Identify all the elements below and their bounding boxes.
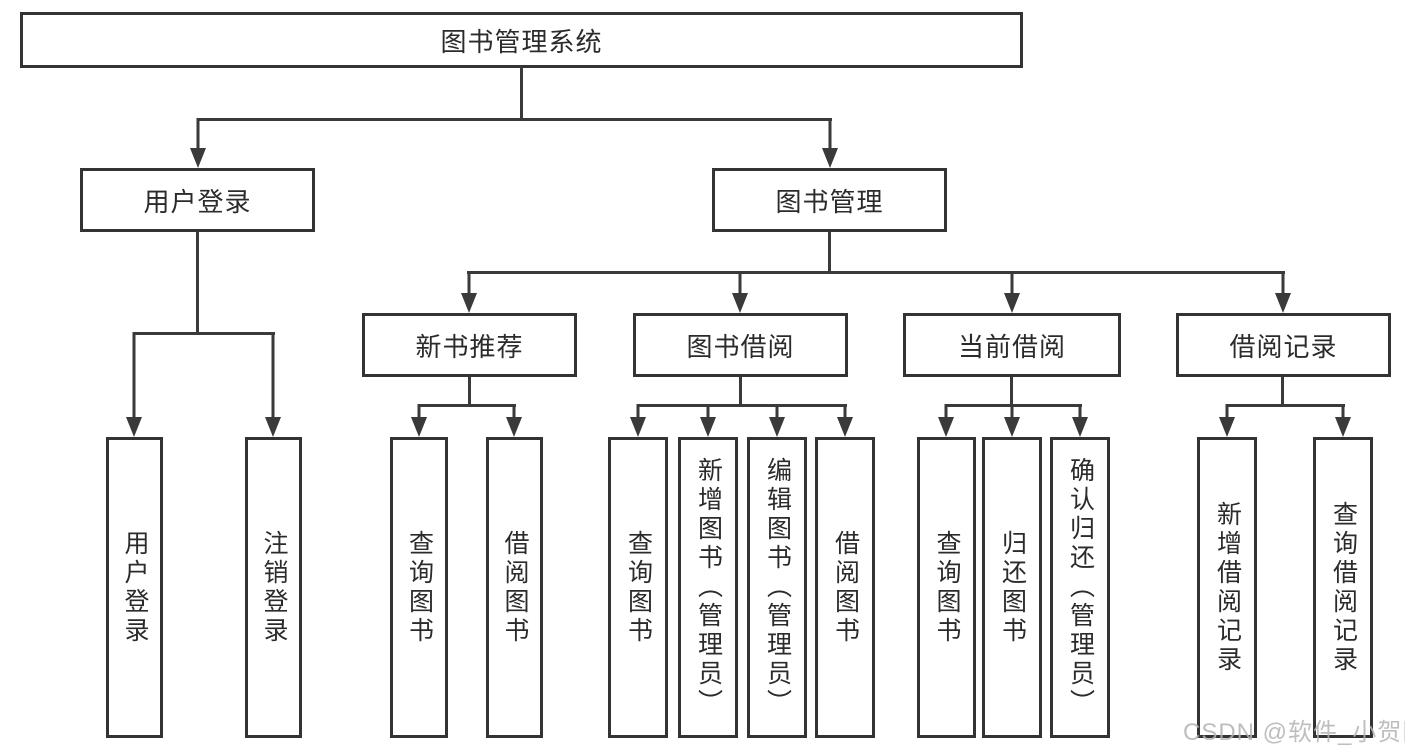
leaf-br-query-record-label: 查询借阅记录: [1329, 500, 1358, 675]
leaf-br-add-record: 新增借阅记录: [1197, 437, 1257, 738]
arrow-cb-confirm: [1072, 404, 1088, 437]
arrow-to-leaf-logout: [265, 332, 281, 437]
node-book-borrow-label: 图书借阅: [686, 331, 795, 362]
node-borrow-records: 借阅记录: [1176, 313, 1391, 377]
leaf-nb-borrow-books: 借阅图书: [486, 437, 543, 738]
node-root: 图书管理系统: [20, 12, 1023, 68]
arrow-to-book-borrow: [732, 271, 748, 313]
leaf-logout-label: 注销登录: [260, 529, 288, 646]
connector-newbooks-stub: [468, 377, 471, 406]
node-book-mgmt-label: 图书管理: [775, 186, 884, 217]
node-current-borrow: 当前借阅: [903, 313, 1121, 377]
node-borrow-records-label: 借阅记录: [1229, 331, 1338, 362]
node-book-mgmt: 图书管理: [712, 168, 947, 232]
arrow-br-add: [1219, 404, 1235, 437]
leaf-user-login: 用户登录: [106, 437, 163, 738]
leaf-cb-confirm-return-label: 确认归还（管理员）: [1066, 457, 1095, 718]
connector-root-stub: [520, 66, 523, 120]
leaf-cb-confirm-return: 确认归还（管理员）: [1050, 437, 1110, 738]
connector-mgmt-stub: [828, 232, 831, 274]
arrow-br-query: [1335, 404, 1351, 437]
connector-mgmt-branch: [467, 271, 1285, 274]
leaf-cb-return-books: 归还图书: [982, 437, 1042, 738]
leaf-bb-borrow-books-label: 借阅图书: [831, 529, 860, 646]
arrow-to-borrow-records: [1275, 271, 1291, 313]
connector-currentborrow-stub: [1010, 377, 1013, 406]
arrow-bb-add: [700, 404, 716, 437]
arrow-bb-borrow: [837, 404, 853, 437]
connector-borrowrecords-stub: [1281, 377, 1284, 406]
leaf-br-query-record: 查询借阅记录: [1313, 437, 1373, 738]
leaf-bb-edit-books: 编辑图书（管理员）: [747, 437, 807, 738]
arrow-bb-query: [630, 404, 646, 437]
connector-user-branch: [133, 332, 275, 335]
node-new-books: 新书推荐: [362, 313, 577, 377]
arrow-to-current-borrow: [1004, 271, 1020, 313]
node-book-borrow: 图书借阅: [633, 313, 848, 377]
arrow-nb-borrow: [506, 404, 522, 437]
leaf-bb-borrow-books: 借阅图书: [815, 437, 875, 738]
node-user-login-label: 用户登录: [143, 186, 252, 217]
arrow-bb-edit: [769, 404, 785, 437]
leaf-nb-query-books: 查询图书: [390, 437, 448, 738]
connector-bookborrow-stub: [739, 377, 742, 406]
arrow-to-book-mgmt: [822, 118, 838, 168]
leaf-nb-query-books-label: 查询图书: [405, 529, 434, 646]
arrow-cb-return: [1004, 404, 1020, 437]
leaf-bb-query-books-label: 查询图书: [624, 529, 653, 646]
node-root-label: 图书管理系统: [440, 26, 603, 57]
leaf-nb-borrow-books-label: 借阅图书: [501, 529, 529, 646]
connector-newbooks-branch: [418, 404, 516, 407]
leaf-cb-return-books-label: 归还图书: [998, 529, 1027, 646]
connector-user-stub: [196, 232, 199, 335]
connector-root-branch: [197, 118, 832, 121]
arrow-cb-query: [938, 404, 954, 437]
connector-borrowrecords-branch: [1226, 404, 1345, 407]
leaf-cb-query-books: 查询图书: [917, 437, 976, 738]
node-new-books-label: 新书推荐: [415, 331, 524, 362]
arrow-nb-query: [411, 404, 427, 437]
connector-bookborrow-branch: [637, 404, 847, 407]
node-user-login: 用户登录: [80, 168, 315, 232]
leaf-br-add-record-label: 新增借阅记录: [1213, 500, 1242, 675]
leaf-bb-add-books-label: 新增图书（管理员）: [694, 457, 723, 718]
leaf-bb-add-books: 新增图书（管理员）: [678, 437, 738, 738]
leaf-bb-query-books: 查询图书: [608, 437, 668, 738]
csdn-watermark: CSDN @软件_小贺同学: [1183, 719, 1405, 746]
leaf-logout: 注销登录: [245, 437, 302, 738]
leaf-user-login-label: 用户登录: [121, 529, 149, 646]
arrow-to-leaf-login: [126, 332, 142, 437]
arrow-to-new-books: [461, 271, 477, 313]
arrow-to-user-login: [190, 118, 206, 168]
node-current-borrow-label: 当前借阅: [957, 331, 1066, 362]
leaf-cb-query-books-label: 查询图书: [933, 529, 961, 646]
leaf-bb-edit-books-label: 编辑图书（管理员）: [763, 457, 792, 718]
